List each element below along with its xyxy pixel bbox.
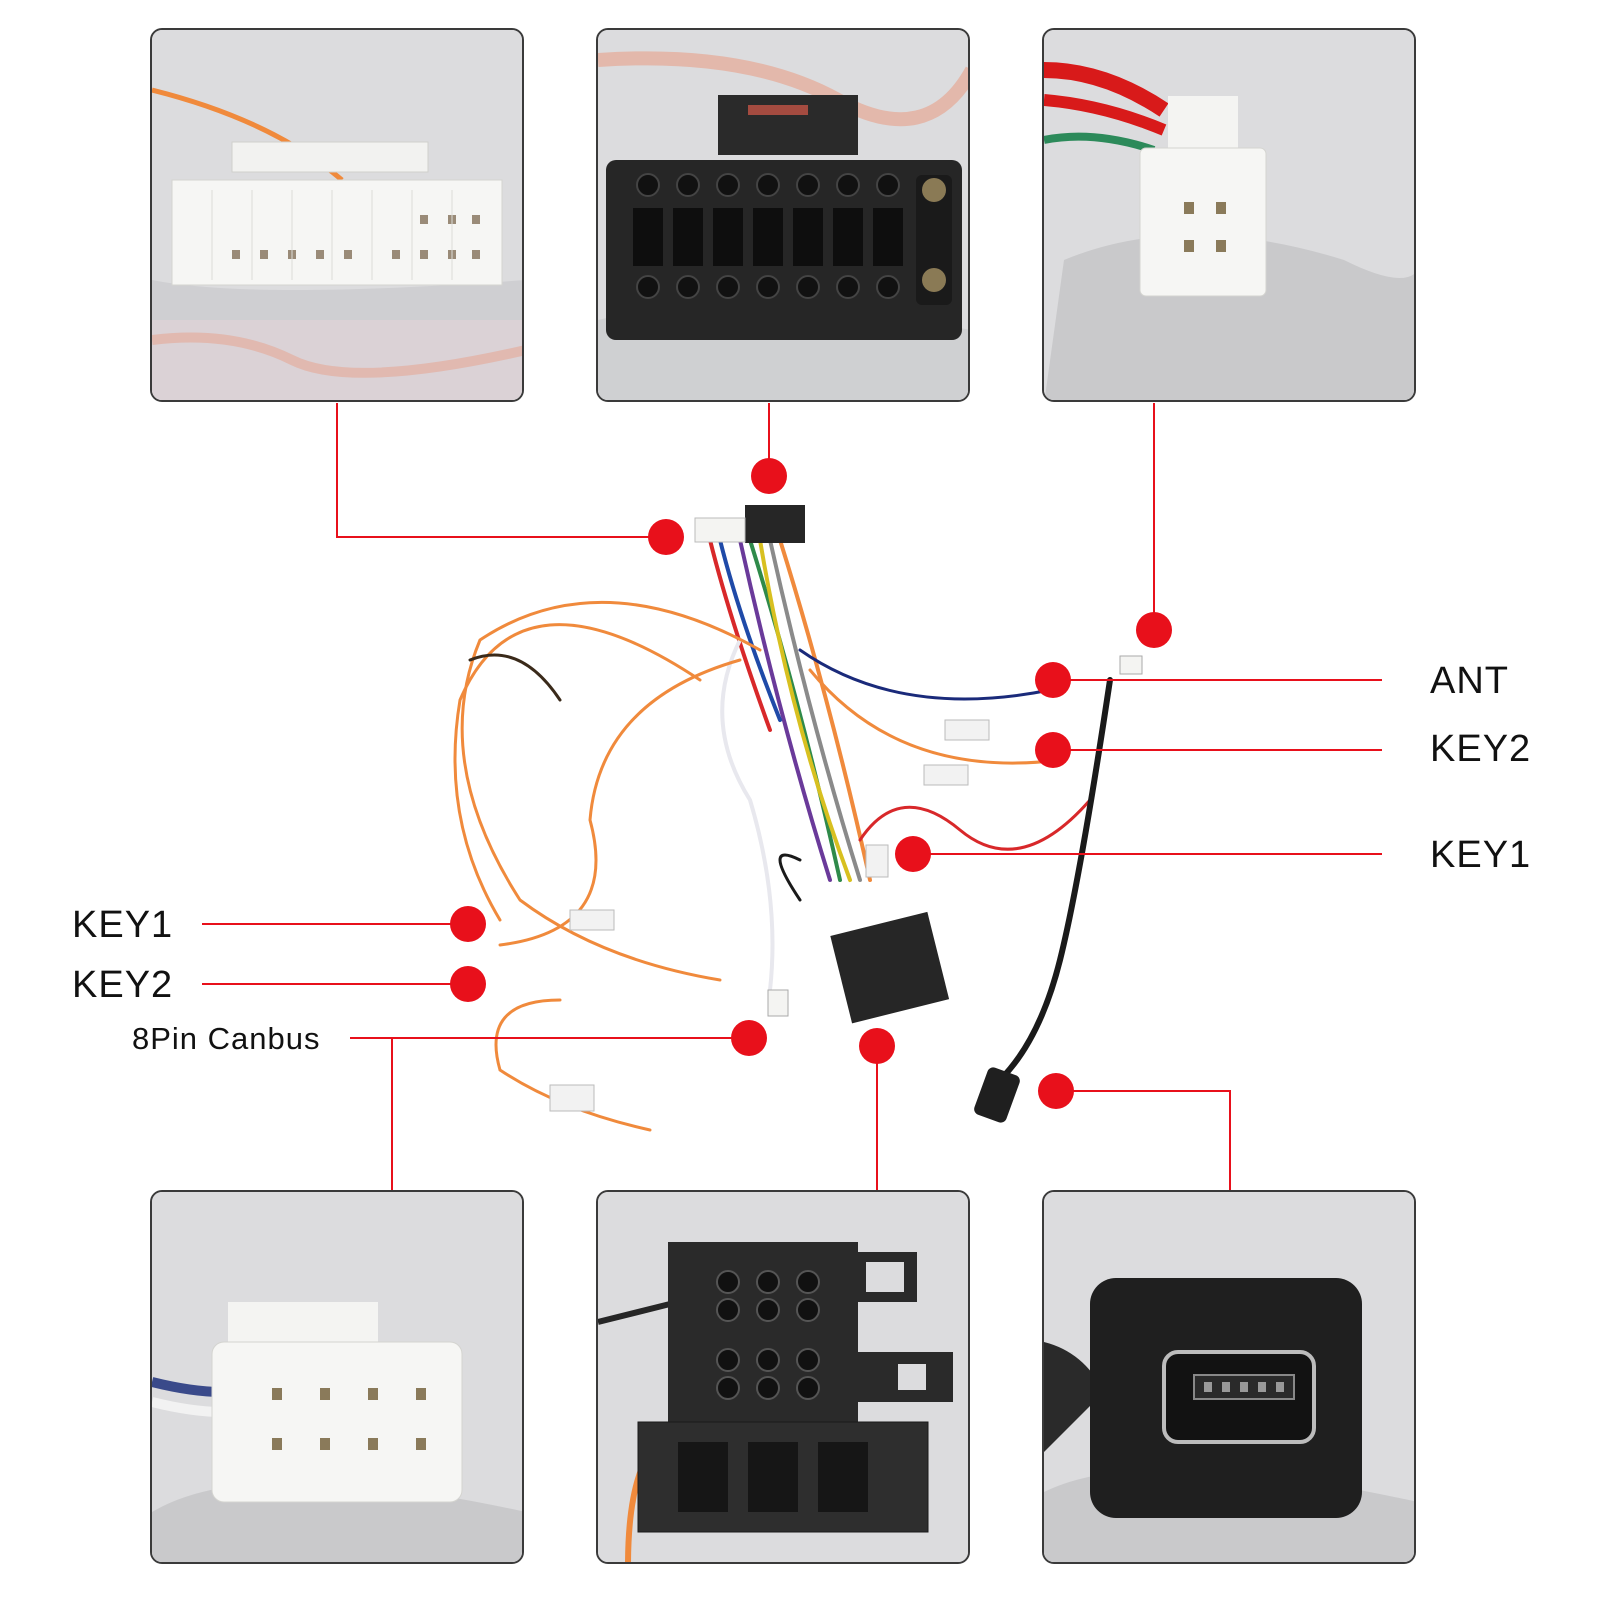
photo-mini-usb-connector (1042, 1190, 1416, 1564)
callout-dot-key1-right (895, 836, 931, 872)
callout-lines (202, 403, 1382, 1190)
callout-dots (450, 458, 1172, 1109)
label-canbus: 8Pin Canbus (132, 1021, 321, 1056)
label-key1-left: KEY1 (72, 904, 174, 946)
label-ant: ANT (1430, 660, 1509, 702)
callout-dot-key2-left (450, 966, 486, 1002)
photo-white-16pin-connector (150, 28, 524, 402)
photo-white-8pin-canbus-connector (150, 1190, 524, 1564)
callout-dot-iso (859, 1028, 895, 1064)
callout-dot-16pin-black (751, 458, 787, 494)
callout-dot-key2-right (1035, 732, 1071, 768)
photo-black-16pin-connector (596, 28, 970, 402)
photo-iso-harness-connector (596, 1190, 970, 1564)
callout-dot-canbus (731, 1020, 767, 1056)
label-key2-right: KEY2 (1430, 728, 1532, 770)
label-key2-left: KEY2 (72, 964, 174, 1006)
harness-connectors (549, 505, 1143, 1123)
callout-dot-usb (1038, 1073, 1074, 1109)
photo-white-4pin-connector (1042, 28, 1416, 402)
callout-dot-4pin-white (1136, 612, 1172, 648)
harness-illustration (453, 538, 1113, 1132)
callout-dot-key1-left (450, 906, 486, 942)
callout-dot-16pin-white (648, 519, 684, 555)
label-key1-right: KEY1 (1430, 834, 1532, 876)
callout-dot-ant (1035, 662, 1071, 698)
